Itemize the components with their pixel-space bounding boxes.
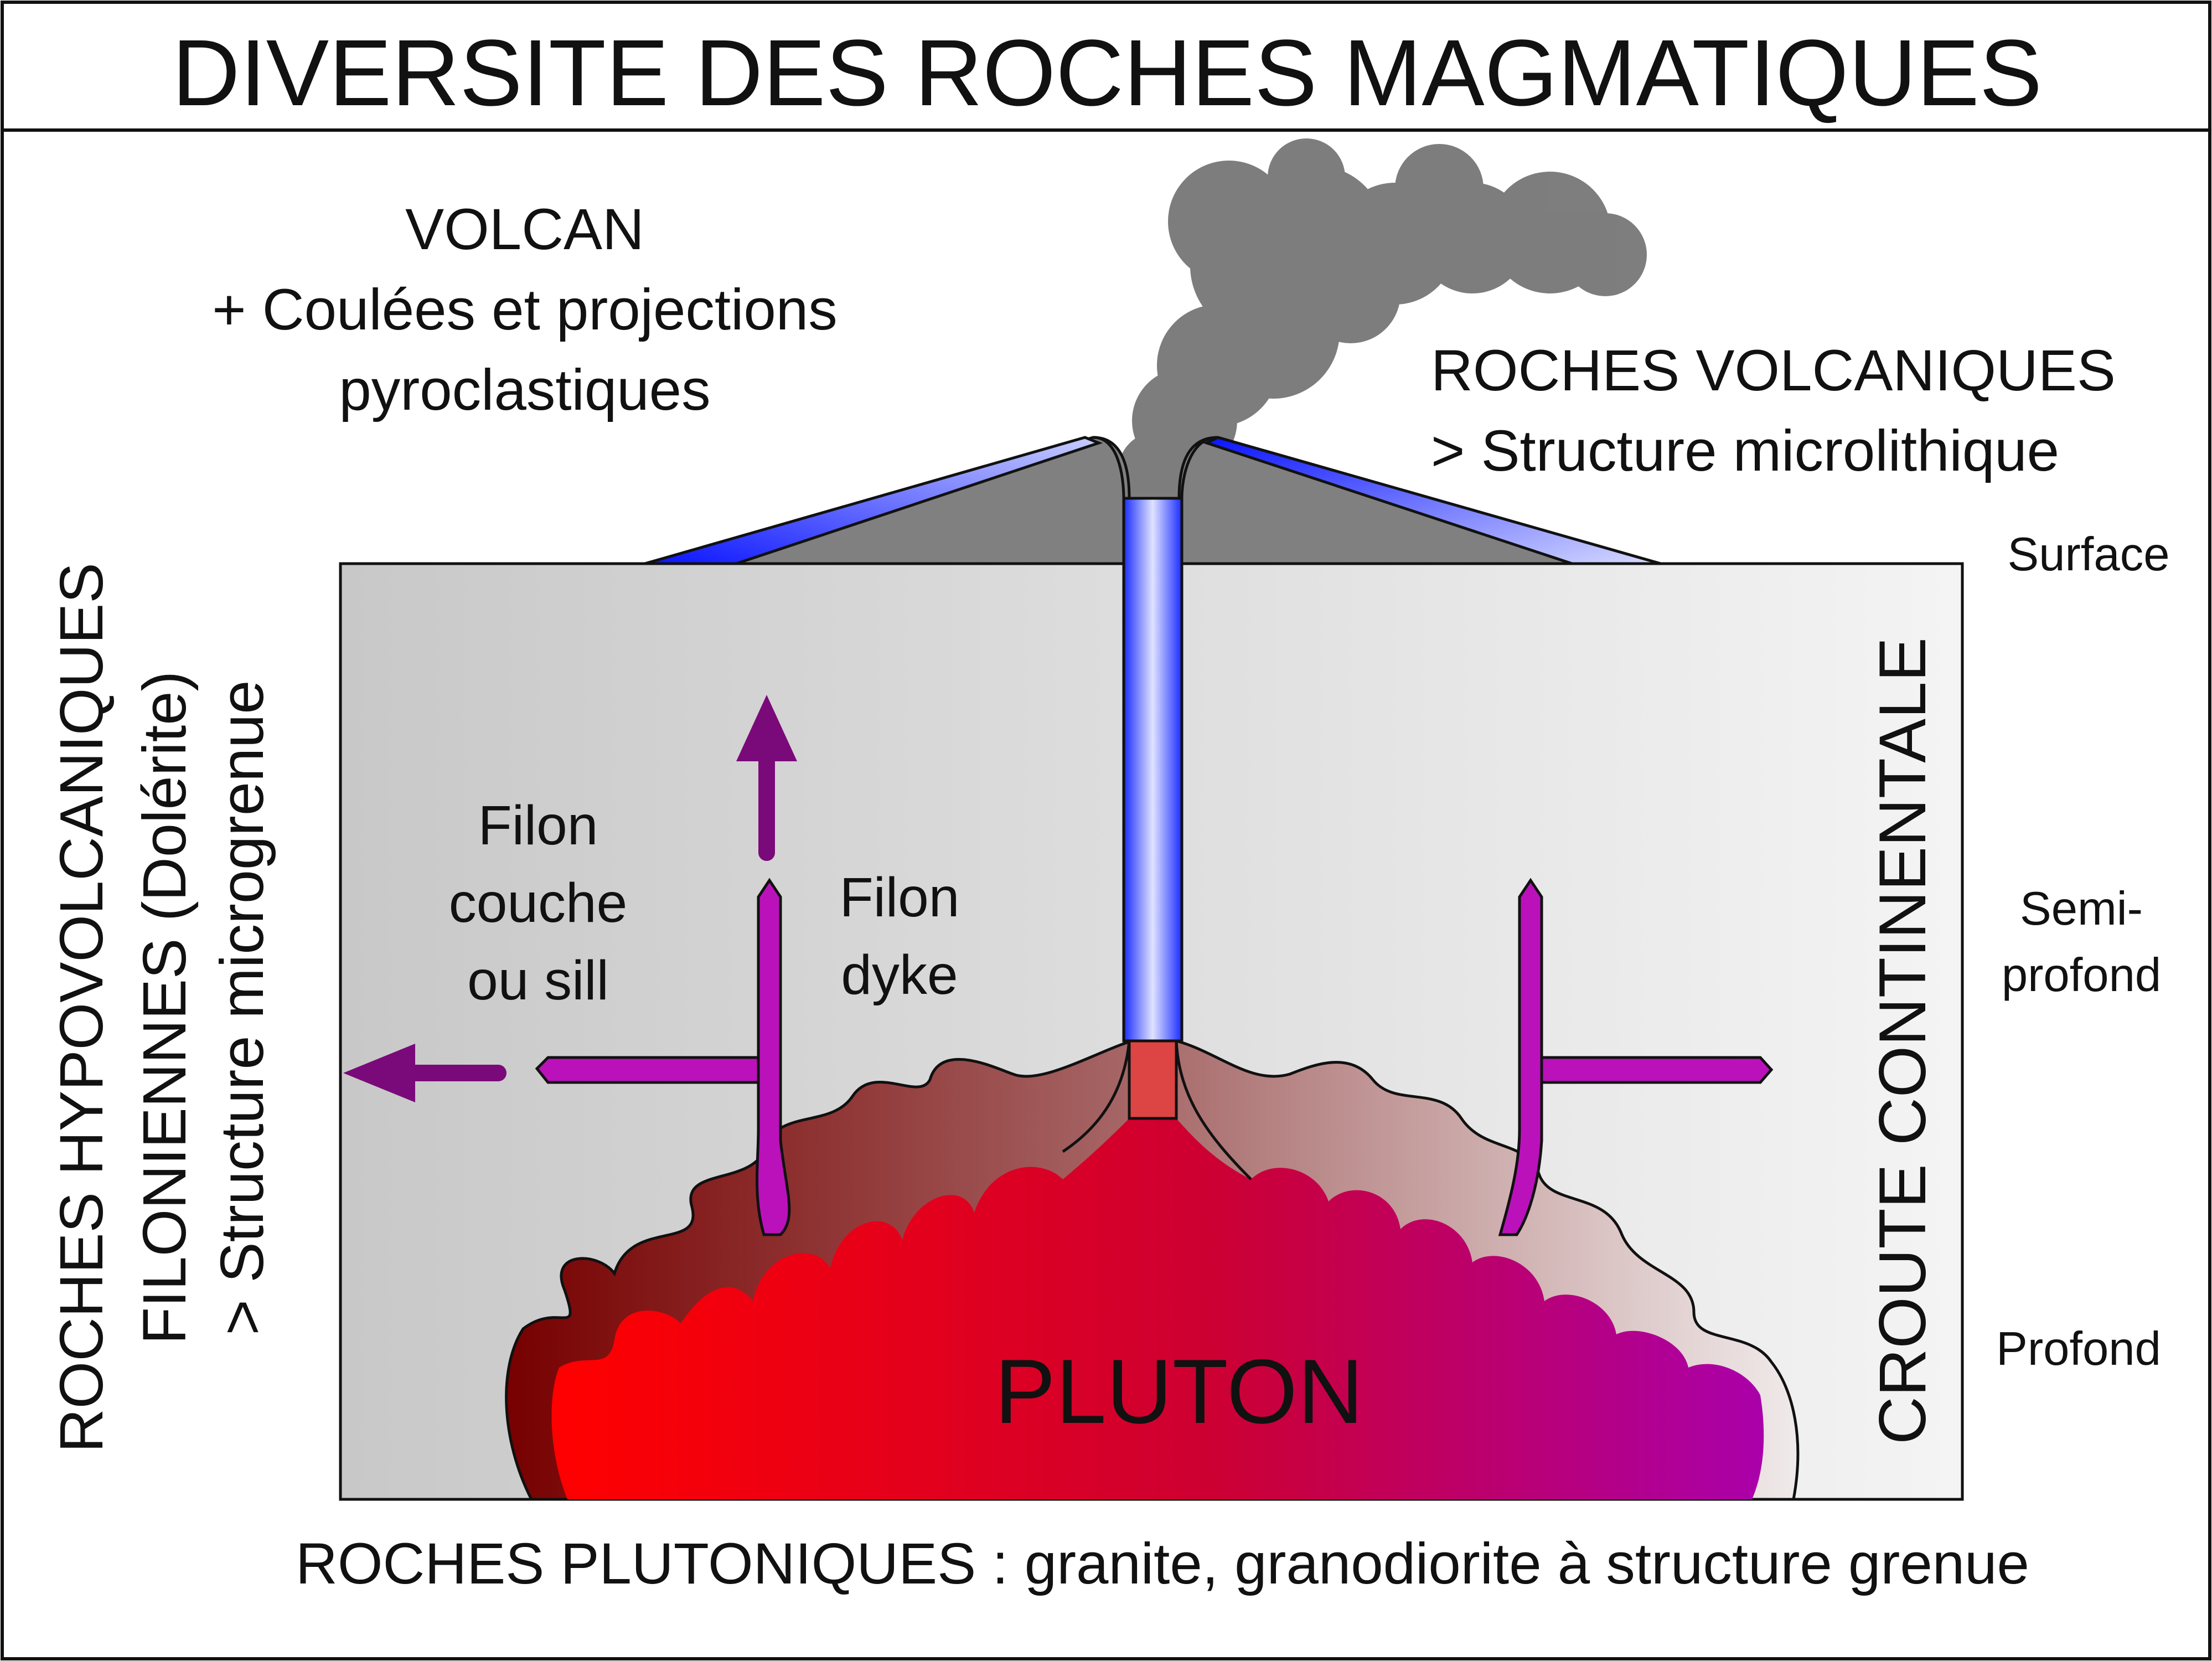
filon-dyke-2: dyke [841,944,958,1006]
smoke-plume [1118,138,1647,509]
depth-semi-2: profond [2002,949,2161,1002]
volcan-coulees: + Coulées et projections [212,277,837,342]
diagram-title: DIVERSITE DES ROCHES MAGMATIQUES [172,20,2042,126]
pluton-body [551,1118,1764,1499]
filon-couche-2: couche [449,872,627,934]
filon-dyke-1: Filon [840,866,960,928]
dyke-left [756,878,791,1236]
magma-neck [1128,1039,1178,1120]
volcan-pyroclastiques: pyroclastiques [339,358,710,422]
sill-left [535,1056,760,1084]
croute-continentale: CROUTE CONTINENTALE [1865,637,1940,1445]
volcanic-chimney [1122,497,1183,1043]
neck-wall-right [1175,1040,1252,1180]
structure-microlithique: > Structure microlithique [1431,419,2059,483]
hypovolcaniques-line1: ROCHES HYPOVOLCANIQUES [48,563,116,1453]
dyke-right [1498,878,1543,1236]
hypovolcaniques-line2: FILONIENNES (Dolérite) [131,671,199,1344]
crater-rim [1093,436,1218,499]
neck-wall-left [1062,1040,1131,1153]
roches-volcaniques-label: ROCHES VOLCANIQUES [1431,338,2116,403]
arrow-left [343,1044,507,1102]
roches-plutoniques-caption: ROCHES PLUTONIQUES : granite, granodiori… [296,1531,2029,1596]
volcan-label: VOLCAN [405,197,644,262]
pluton-label: PLUTON [995,1340,1363,1442]
filon-couche-3: ou sill [467,950,609,1012]
sill-right [1540,1056,1774,1084]
arrow-up [736,695,797,861]
depth-profond: Profond [1996,1323,2161,1375]
filon-couche-1: Filon [478,795,598,857]
depth-surface: Surface [2008,528,2170,581]
hypovolcaniques-line3: > Structure microgrenue [208,680,276,1335]
depth-semi-1: Semi- [2020,883,2143,935]
